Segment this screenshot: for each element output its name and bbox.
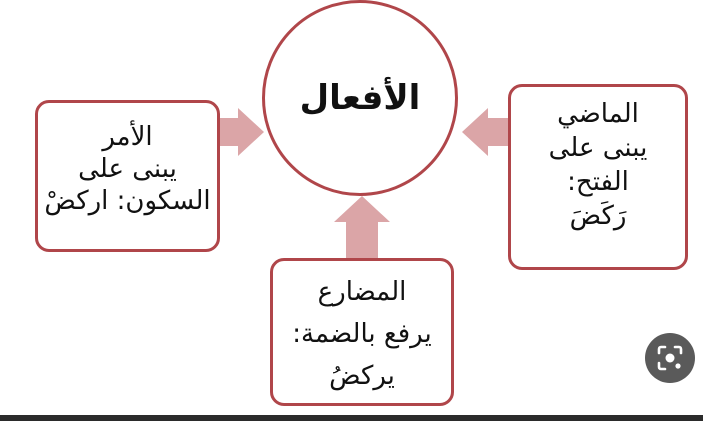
mudari-example: يركضُ xyxy=(329,361,395,391)
madi-rule-cont: الفتح: xyxy=(567,167,629,197)
center-title: الأفعال xyxy=(299,78,421,118)
bottom-bar xyxy=(0,415,703,421)
amr-heading: الأمر xyxy=(102,122,153,152)
amr-rule: يبنى على xyxy=(78,154,177,184)
center-circle: الأفعال xyxy=(262,0,458,196)
arrow-from-mudari xyxy=(334,196,390,258)
arrow-from-amr xyxy=(220,108,264,156)
mudari-heading: المضارع xyxy=(317,277,407,307)
amr-box: الأمر يبنى على السكون: اركضْ xyxy=(35,100,220,252)
amr-example: السكون: اركضْ xyxy=(44,186,211,216)
arrow-from-madi xyxy=(462,108,508,156)
mudari-box: المضارع يرفع بالضمة: يركضُ xyxy=(270,258,454,406)
madi-box: الماضي يبنى على الفتح: رَكَضَ xyxy=(508,84,688,270)
image-search-icon xyxy=(657,345,683,371)
madi-example: رَكَضَ xyxy=(569,201,627,231)
madi-heading: الماضي xyxy=(557,99,639,129)
madi-rule: يبنى على xyxy=(548,133,648,163)
mudari-rule: يرفع بالضمة: xyxy=(292,319,432,349)
image-search-button[interactable] xyxy=(645,333,695,383)
